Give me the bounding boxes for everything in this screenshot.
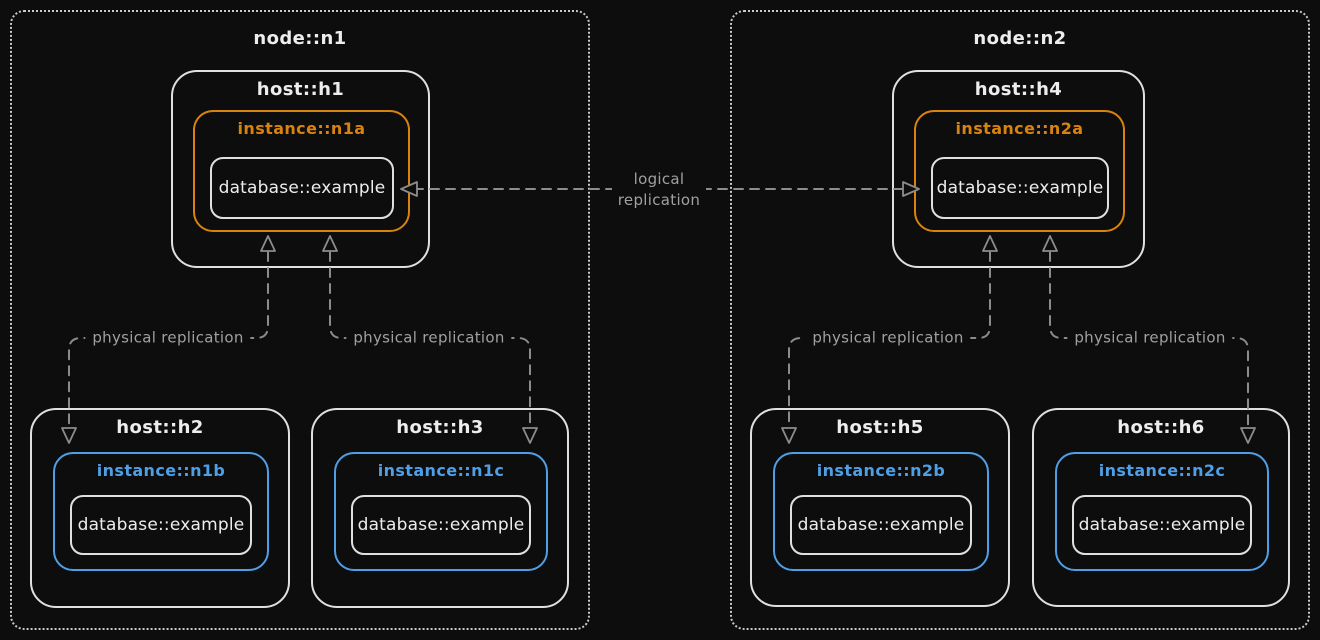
host-title: host::h2 xyxy=(116,417,204,438)
instance-title: instance::n1c xyxy=(377,461,505,480)
database-box: database::example xyxy=(70,495,252,555)
database-label: database::example xyxy=(77,515,245,535)
node-group-n2: node::n2 xyxy=(730,10,1310,630)
node-title: node::n2 xyxy=(973,28,1067,49)
edge-label-physical-replication-4: physical replication xyxy=(1067,326,1233,350)
database-box: database::example xyxy=(931,157,1109,219)
host-box-h5: host::h5 instance::n2b database::example xyxy=(750,408,1010,607)
database-box: database::example xyxy=(351,495,531,555)
host-title: host::h4 xyxy=(974,79,1063,100)
instance-title: instance::n1a xyxy=(237,119,366,138)
database-box: database::example xyxy=(210,157,394,219)
instance-box-n2a: instance::n2a database::example xyxy=(914,110,1125,232)
edge-label-physical-replication-1: physical replication xyxy=(85,326,251,350)
database-box: database::example xyxy=(790,495,972,555)
instance-box-n1c: instance::n1c database::example xyxy=(334,452,548,571)
host-box-h3: host::h3 instance::n1c database::example xyxy=(311,408,569,608)
instance-box-n1a: instance::n1a database::example xyxy=(193,110,410,232)
instance-title: instance::n2a xyxy=(955,119,1084,138)
instance-title: instance::n2b xyxy=(816,461,946,480)
edge-label-physical-replication-3: physical replication xyxy=(805,326,971,350)
node-title: node::n1 xyxy=(253,28,347,49)
host-box-h6: host::h6 instance::n2c database::example xyxy=(1032,408,1290,607)
host-title: host::h6 xyxy=(1117,417,1205,438)
instance-box-n2c: instance::n2c database::example xyxy=(1055,452,1269,571)
host-title: host::h1 xyxy=(256,79,345,100)
host-box-h1: host::h1 instance::n1a database::example xyxy=(171,70,430,268)
database-box: database::example xyxy=(1072,495,1252,555)
database-label: database::example xyxy=(797,515,965,535)
database-label: database::example xyxy=(218,178,386,198)
host-title: host::h5 xyxy=(836,417,924,438)
instance-box-n2b: instance::n2b database::example xyxy=(773,452,989,571)
instance-title: instance::n2c xyxy=(1098,461,1226,480)
database-label: database::example xyxy=(1078,515,1246,535)
edge-label-physical-replication-2: physical replication xyxy=(346,326,512,350)
host-box-h4: host::h4 instance::n2a database::example xyxy=(892,70,1145,268)
node-group-n1: node::n1 xyxy=(10,10,590,630)
instance-box-n1b: instance::n1b database::example xyxy=(53,452,269,571)
instance-title: instance::n1b xyxy=(96,461,226,480)
host-title: host::h3 xyxy=(396,417,484,438)
database-label: database::example xyxy=(357,515,525,535)
host-box-h2: host::h2 instance::n1b database::example xyxy=(30,408,290,608)
database-label: database::example xyxy=(936,178,1104,198)
edge-label-logical-replication: logical replication xyxy=(612,168,706,212)
